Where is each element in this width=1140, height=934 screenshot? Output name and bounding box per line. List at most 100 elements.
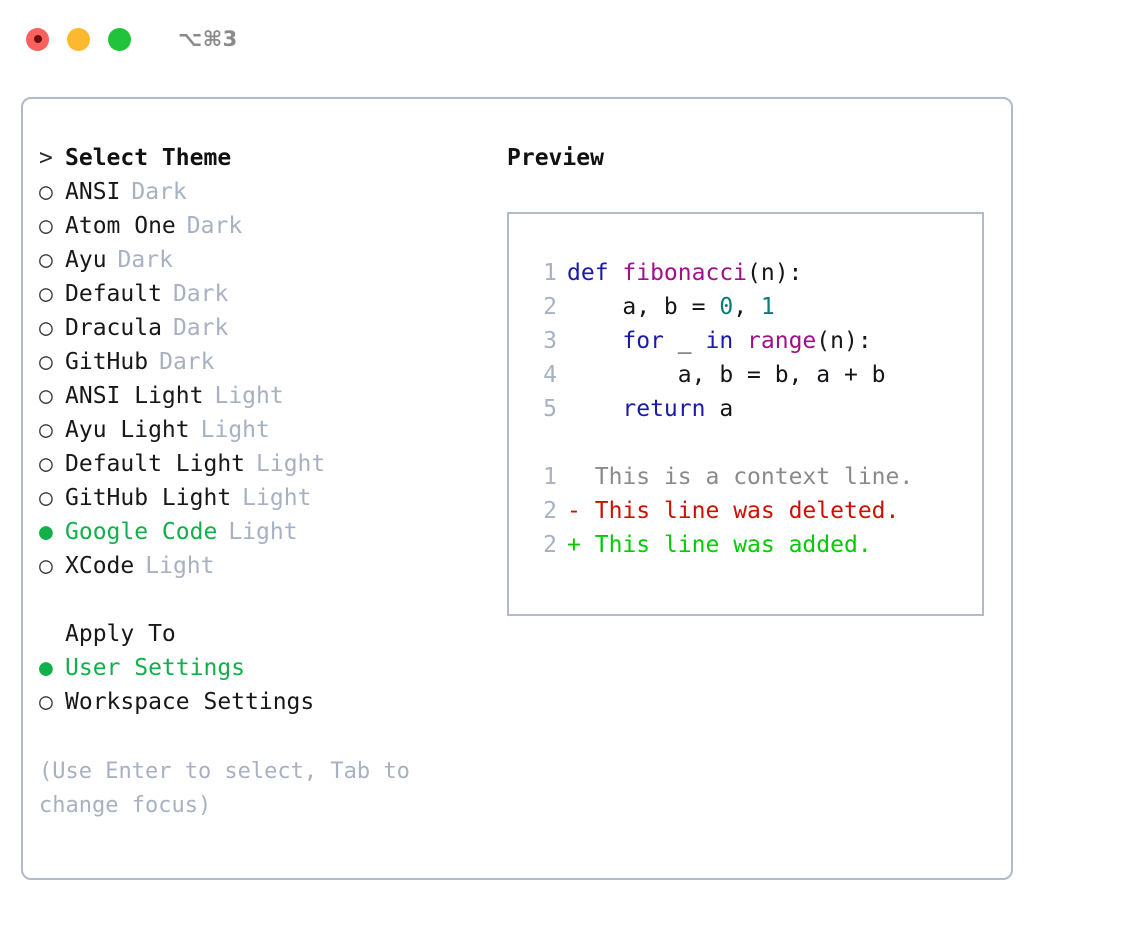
section-spacer [39, 583, 493, 617]
line-number: 1 [543, 260, 557, 286]
theme-option-label: Google Code [65, 519, 218, 545]
code-line: 2 a, b = 0 , 1 [527, 290, 982, 324]
diff-marker: + [567, 532, 581, 558]
theme-option-label: Ayu Light [65, 417, 190, 443]
theme-option-variant: Light [256, 451, 326, 477]
line-number: 1 [543, 464, 557, 490]
preview-box: 1 def fibonacci (n): 2 a, b = 0 , 1 3 [507, 212, 984, 616]
theme-option-label: GitHub [65, 349, 149, 375]
code-line: 1 def fibonacci (n): [527, 256, 982, 290]
radio-unselected-icon[interactable]: ○ [39, 315, 53, 341]
theme-option-github-light[interactable]: ○ GitHub Light Light [39, 481, 493, 515]
theme-option-default-dark[interactable]: ○ Default Dark [39, 277, 493, 311]
keyboard-hint-line-2: change focus) [39, 793, 212, 818]
theme-option-variant: Dark [186, 213, 243, 239]
apply-to-option-label: Workspace Settings [65, 689, 315, 715]
line-number: 2 [543, 532, 557, 558]
radio-unselected-icon[interactable]: ○ [39, 281, 53, 307]
theme-option-variant: Light [200, 417, 270, 443]
line-number: 5 [543, 396, 557, 422]
minimize-window-icon[interactable] [67, 27, 90, 51]
theme-option-ansi-light[interactable]: ○ ANSI Light Light [39, 379, 493, 413]
radio-unselected-icon[interactable]: ○ [39, 485, 53, 511]
theme-option-google-code-light[interactable]: ● Google Code Light [39, 515, 493, 549]
radio-unselected-icon[interactable]: ○ [39, 383, 53, 409]
radio-unselected-icon[interactable]: ○ [39, 213, 53, 239]
code-token: 1 [760, 294, 775, 320]
theme-option-label: GitHub Light [65, 485, 232, 511]
radio-unselected-icon[interactable]: ○ [39, 417, 53, 443]
keyboard-shortcut-label: ⌥⌘3 [178, 27, 238, 51]
line-number: 2 [543, 498, 557, 524]
theme-option-ansi-dark[interactable]: ○ ANSI Dark [39, 175, 493, 209]
diff-line-deleted: 2 - This line was deleted. [527, 494, 982, 528]
radio-unselected-icon[interactable]: ○ [39, 179, 53, 205]
theme-option-label: Default [65, 281, 162, 307]
radio-unselected-icon[interactable]: ○ [39, 349, 53, 375]
code-token: range [747, 328, 817, 354]
theme-option-label: ANSI [65, 179, 121, 205]
radio-unselected-icon[interactable]: ○ [39, 451, 53, 477]
code-token: , [733, 294, 761, 320]
diff-line-added: 2 + This line was added. [527, 528, 982, 562]
theme-option-variant: Light [228, 519, 298, 545]
code-token: a, b = [567, 294, 720, 320]
close-window-icon[interactable] [26, 27, 49, 51]
traffic-light-buttons [26, 27, 131, 51]
theme-option-xcode-light[interactable]: ○ XCode Light [39, 549, 493, 583]
select-theme-heading: > Select Theme [39, 141, 493, 175]
code-line: 3 for _ in range (n): [527, 324, 982, 358]
diff-marker: - [567, 498, 581, 524]
apply-to-heading-label: Apply To [65, 621, 176, 647]
theme-option-label: XCode [65, 553, 135, 579]
select-theme-heading-label: Select Theme [65, 145, 232, 171]
code-token: (n): [747, 260, 803, 286]
line-number: 4 [543, 362, 557, 388]
code-token: 0 [719, 294, 734, 320]
preview-heading: Preview [507, 145, 604, 171]
radio-selected-icon[interactable]: ● [39, 655, 53, 681]
code-line: 4 a, b = b, a + b [527, 358, 982, 392]
radio-unselected-icon[interactable]: ○ [39, 553, 53, 579]
keyboard-hint-line-1: (Use Enter to select, Tab to [39, 759, 410, 784]
theme-option-dracula-dark[interactable]: ○ Dracula Dark [39, 311, 493, 345]
window-title-bar: ⌥⌘3 [0, 0, 1140, 78]
apply-to-option-label: User Settings [65, 655, 246, 681]
code-token: def [567, 260, 623, 286]
apply-to-option-user-settings[interactable]: ● User Settings [39, 651, 493, 685]
preview-column: Preview 1 def fibonacci (n): 2 a, b = 0 … [493, 141, 1011, 878]
theme-option-variant: Light [242, 485, 312, 511]
code-token: _ [663, 328, 706, 354]
line-number: 2 [543, 294, 557, 320]
maximize-window-icon[interactable] [108, 27, 131, 51]
main-panel: > Select Theme ○ ANSI Dark ○ Atom One Da… [21, 97, 1013, 880]
theme-option-variant: Dark [159, 349, 215, 375]
theme-option-variant: Dark [172, 315, 229, 341]
theme-option-variant: Light [214, 383, 284, 409]
apply-to-heading: ○ Apply To [39, 617, 493, 651]
prompt-caret-icon: > [39, 145, 53, 171]
diff-text: This is a context line. [594, 464, 914, 490]
theme-picker-column: > Select Theme ○ ANSI Dark ○ Atom One Da… [23, 141, 493, 878]
apply-to-option-workspace-settings[interactable]: ○ Workspace Settings [39, 685, 493, 719]
diff-text: This line was deleted. [594, 498, 900, 524]
theme-option-default-light[interactable]: ○ Default Light Light [39, 447, 493, 481]
radio-unselected-icon[interactable]: ○ [39, 247, 53, 273]
theme-option-github-dark[interactable]: ○ GitHub Dark [39, 345, 493, 379]
code-line: 5 return a [527, 392, 982, 426]
theme-option-label: Atom One [65, 213, 176, 239]
code-token [567, 324, 622, 358]
line-number: 3 [543, 328, 557, 354]
radio-selected-icon[interactable]: ● [39, 519, 53, 545]
diff-line-context: 1 This is a context line. [527, 460, 982, 494]
theme-option-label: Dracula [65, 315, 162, 341]
diff-text [581, 528, 595, 562]
theme-option-label: Ayu [65, 247, 107, 273]
theme-option-ayu-dark[interactable]: ○ Ayu Dark [39, 243, 493, 277]
code-token: a, b = b, a + b [567, 362, 886, 388]
theme-option-ayu-light[interactable]: ○ Ayu Light Light [39, 413, 493, 447]
diff-marker [567, 460, 581, 494]
theme-option-atom-one-dark[interactable]: ○ Atom One Dark [39, 209, 493, 243]
radio-unselected-icon[interactable]: ○ [39, 689, 53, 715]
